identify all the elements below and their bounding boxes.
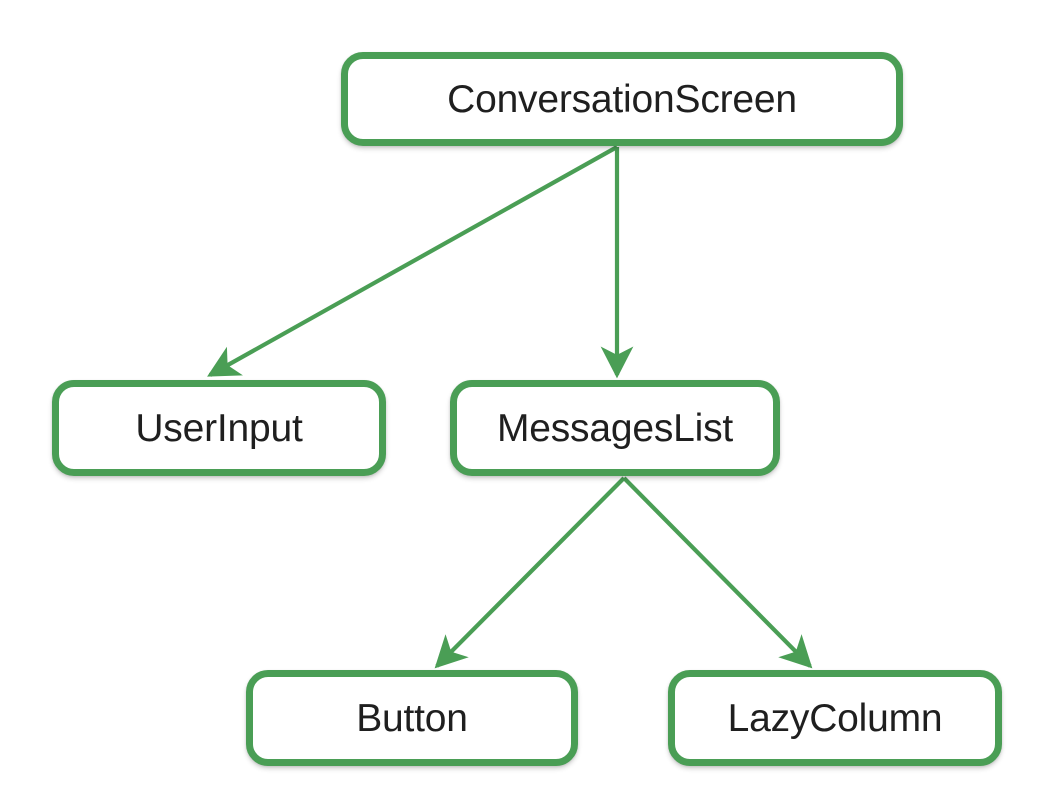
node-userinput[interactable]: UserInput (52, 380, 386, 476)
node-messageslist[interactable]: MessagesList (450, 380, 780, 476)
node-label: ConversationScreen (447, 77, 797, 121)
node-lazycolumn[interactable]: LazyColumn (668, 670, 1002, 766)
node-label: MessagesList (496, 406, 734, 450)
edge-messageslist-lazycolumn (622, 476, 813, 669)
node-button[interactable]: Button (246, 670, 578, 766)
node-label: UserInput (135, 406, 303, 450)
edge-conversationscreen-userinput (207, 145, 619, 377)
edge-messageslist-button (434, 476, 626, 669)
node-conversationscreen[interactable]: ConversationScreen (341, 52, 903, 146)
node-label: LazyColumn (727, 696, 943, 740)
node-label: Button (356, 696, 468, 740)
